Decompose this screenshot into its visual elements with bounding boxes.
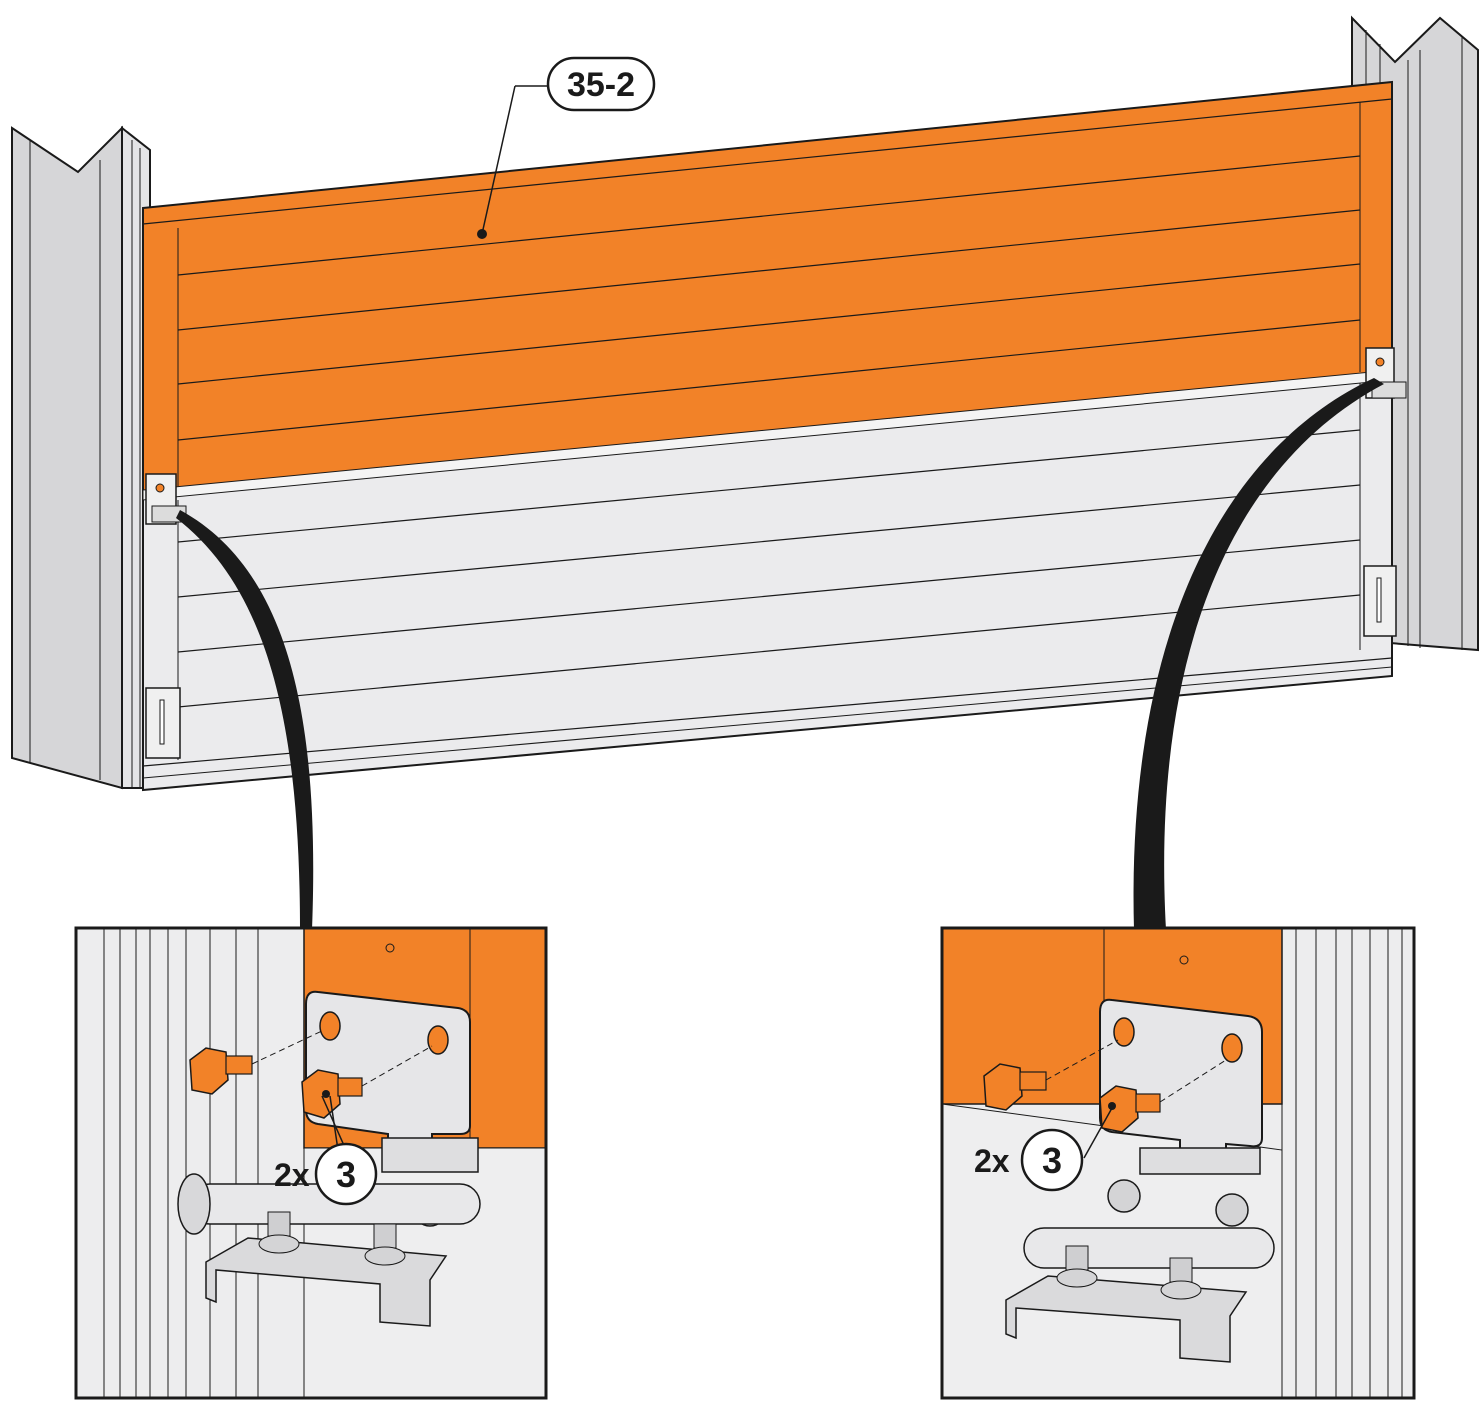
callout-right-2x-3: 2x 3	[974, 1102, 1116, 1192]
right-detail-rail	[1281, 928, 1403, 1398]
overview-illustration	[11, 15, 1479, 930]
right-detail-frame	[940, 926, 1416, 1400]
callout-35-2-label: 35-2	[567, 66, 635, 104]
callout-right-qty: 2x	[974, 1143, 1010, 1179]
callout-left-qty: 2x	[274, 1157, 310, 1193]
callout-left-part: 3	[336, 1154, 356, 1195]
left-detail-view	[76, 928, 546, 1398]
hex-self-drilling-screw-icon	[983, 1039, 1227, 1133]
left-detail-leader	[176, 510, 314, 930]
callout-right-part: 3	[1042, 1140, 1062, 1181]
left-track-rail	[11, 125, 151, 790]
hex-self-drilling-screw-icon	[189, 1029, 433, 1119]
right-detail-leader	[1133, 378, 1384, 930]
right-detail-view	[942, 928, 1414, 1398]
hex-nut-icon	[258, 1211, 406, 1266]
left-detail-rail	[103, 928, 259, 1398]
hinge-bracket-icon	[145, 347, 1407, 525]
callout-left-2x-3: 2x 3	[274, 1090, 378, 1206]
bottom-bracket-icon	[145, 565, 1397, 759]
lower-door-panel	[142, 368, 1393, 792]
hex-nut-icon	[1056, 1245, 1202, 1300]
left-detail-frame	[74, 926, 548, 1400]
callout-35-2: 35-2	[477, 56, 656, 239]
upper-door-panel-35-2	[142, 80, 1393, 501]
